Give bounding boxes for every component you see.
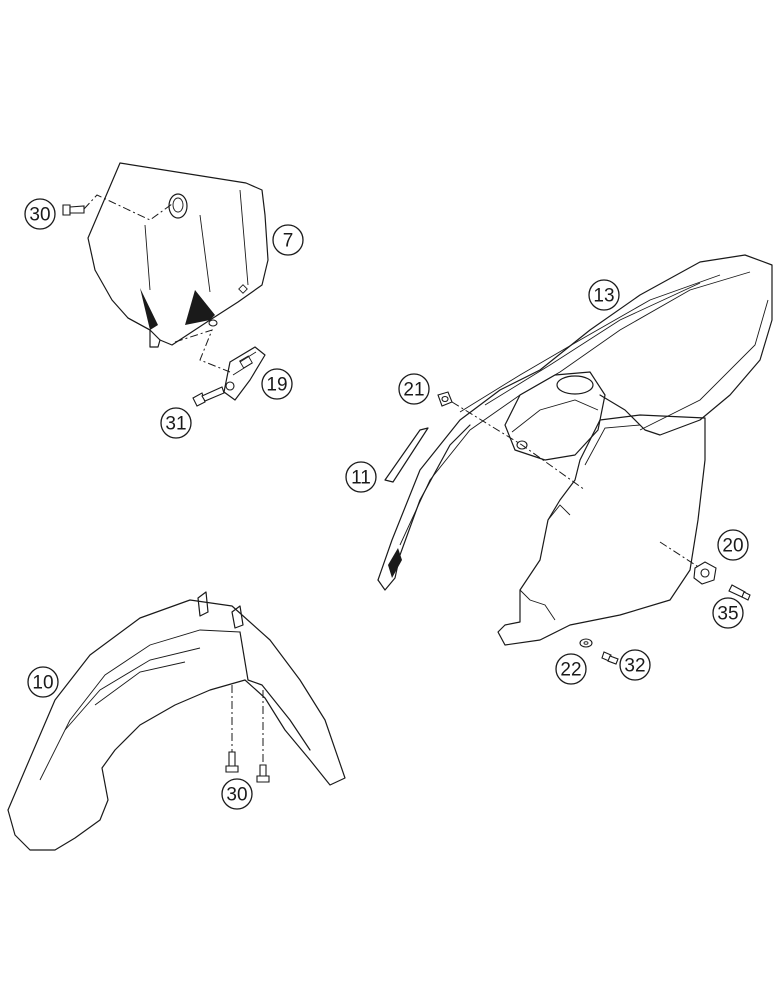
leader-20 <box>659 541 701 569</box>
nut-21 <box>437 391 453 407</box>
plate-bracket-19 <box>223 346 266 401</box>
callout-label: 10 <box>32 673 53 694</box>
callout-ring <box>27 666 59 698</box>
side-panel <box>497 414 706 646</box>
callout-ring <box>619 649 651 681</box>
bolt-35 <box>728 584 751 601</box>
callout-c30a: 30 <box>24 198 56 230</box>
callout-c30b: 30 <box>221 778 253 810</box>
callout-c7: 7 <box>272 224 304 256</box>
callout-ring <box>272 224 304 256</box>
callout-label: 13 <box>593 286 614 307</box>
callout-label: 20 <box>722 536 743 557</box>
callout-c21: 21 <box>398 373 430 405</box>
washer-22 <box>579 638 593 648</box>
rear-fender-13 <box>377 254 773 591</box>
callouts: 30 7 19 31 13 21 11 20 35 22 32 10 30 <box>24 198 749 810</box>
leader-19 <box>174 329 231 373</box>
bolt-30-top <box>62 204 85 216</box>
leader-21 <box>451 401 586 491</box>
callout-label: 19 <box>266 375 287 396</box>
decal-11 <box>384 427 429 483</box>
callout-label: 7 <box>283 231 294 252</box>
nut-20 <box>693 561 717 585</box>
callout-c31: 31 <box>160 407 192 439</box>
callout-c10: 10 <box>27 666 59 698</box>
callout-ring <box>588 279 620 311</box>
callout-label: 11 <box>351 468 371 489</box>
callout-c19: 19 <box>261 368 293 400</box>
callout-ring <box>261 368 293 400</box>
leader-30-top <box>83 194 173 221</box>
callout-ring <box>221 778 253 810</box>
callout-label: 31 <box>165 414 186 435</box>
bolt-31 <box>192 386 225 407</box>
callout-c11: 11 <box>345 461 377 493</box>
callout-c13: 13 <box>588 279 620 311</box>
callout-label: 21 <box>403 380 424 401</box>
bolt-30-bottom-left <box>225 751 239 773</box>
callout-ring <box>398 373 430 405</box>
callout-label: 32 <box>624 656 645 677</box>
callout-label: 30 <box>226 785 247 806</box>
callout-label: 35 <box>717 604 738 625</box>
callout-c20: 20 <box>717 529 749 561</box>
callout-label: 30 <box>29 205 50 226</box>
bolt-30-bottom-right <box>256 764 270 783</box>
callout-ring <box>717 529 749 561</box>
callout-c35: 35 <box>712 597 744 629</box>
callout-ring <box>24 198 56 230</box>
callout-ring <box>345 461 377 493</box>
callout-label: 22 <box>560 660 581 681</box>
callout-ring <box>712 597 744 629</box>
bolt-32 <box>601 651 619 665</box>
callout-ring <box>555 653 587 685</box>
callout-ring <box>160 407 192 439</box>
callout-c22: 22 <box>555 653 587 685</box>
callout-c32: 32 <box>619 649 651 681</box>
front-fender-10 <box>7 591 346 851</box>
front-number-plate <box>87 162 269 348</box>
